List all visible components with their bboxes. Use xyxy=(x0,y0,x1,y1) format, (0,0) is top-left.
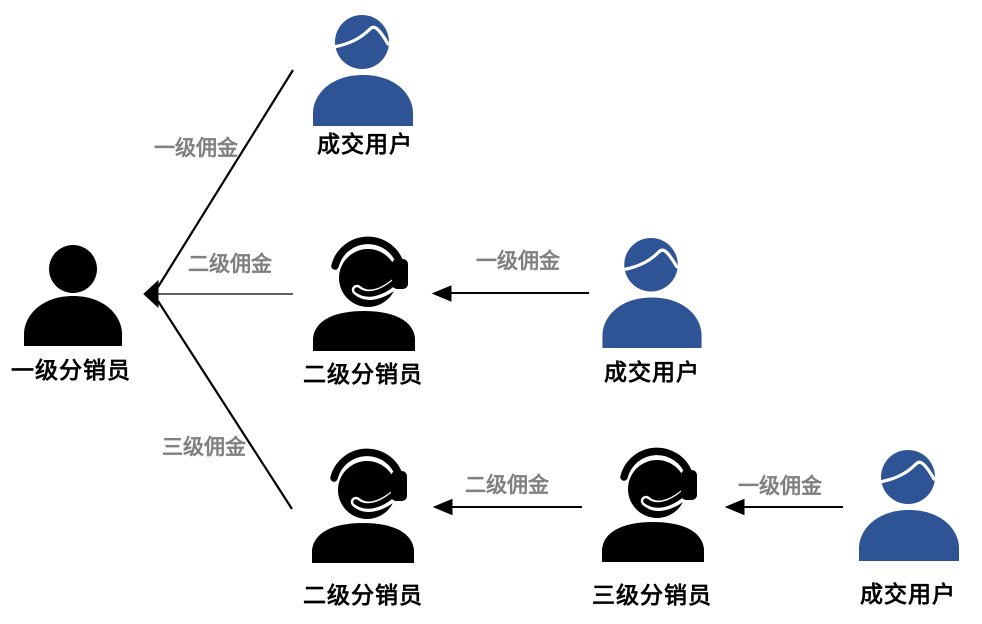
person-icon xyxy=(23,243,123,347)
headset-person-icon xyxy=(311,445,415,564)
edge-label-level2-commission: 二级佣金 xyxy=(188,253,272,276)
edge-label-level1-commission-top: 一级佣金 xyxy=(154,137,238,160)
line-level1-commission xyxy=(157,69,294,288)
node-label-customer-top: 成交用户 xyxy=(317,131,413,157)
edge-label-level1-commission-middle: 一级佣金 xyxy=(476,250,560,273)
edge-label-level1-commission-bottom: 一级佣金 xyxy=(738,475,822,498)
node-label-level1-distributor: 一级分销员 xyxy=(11,357,131,383)
arrowhead-to-level2-bottom xyxy=(432,498,453,516)
node-label-level3-distributor: 三级分销员 xyxy=(592,582,712,608)
arrowhead-to-level2-mid xyxy=(431,285,452,302)
node-label-customer-bottom: 成交用户 xyxy=(860,581,956,607)
node-label-level2-distributor-bottom: 二级分销员 xyxy=(303,582,423,608)
customer-icon xyxy=(313,14,413,126)
arrowhead-to-level3 xyxy=(724,498,745,516)
node-label-customer-middle: 成交用户 xyxy=(604,359,700,385)
headset-person-icon xyxy=(601,444,705,563)
arrowhead-to-level1-distributor xyxy=(143,279,159,309)
node-label-level2-distributor-middle: 二级分销员 xyxy=(303,361,423,387)
customer-icon xyxy=(859,449,959,561)
edge-label-level3-commission: 三级佣金 xyxy=(162,436,246,459)
customer-icon xyxy=(602,237,702,348)
line-level3-commission xyxy=(157,300,293,510)
headset-person-icon xyxy=(312,233,416,352)
edge-label-level2-commission-bottom: 二级佣金 xyxy=(465,474,549,497)
